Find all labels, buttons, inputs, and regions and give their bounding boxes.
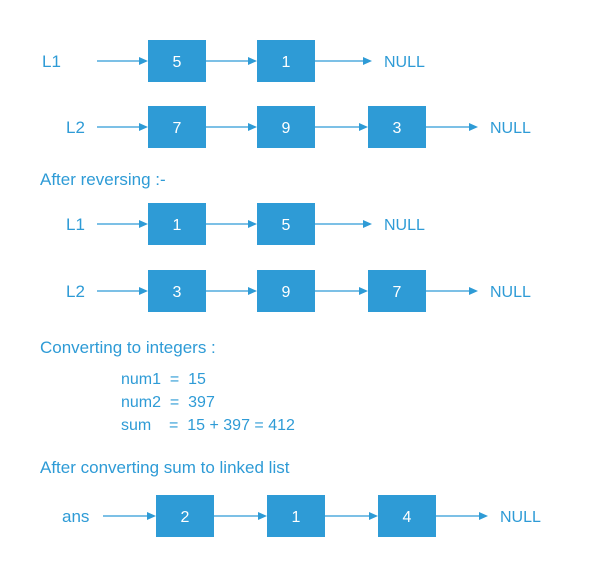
heading-after-converting-sum: After converting sum to linked list [40, 458, 290, 477]
null-terminator: NULL [500, 509, 541, 526]
list-node: 2 [156, 495, 214, 537]
heading-after-reversing: After reversing :- [40, 170, 166, 189]
sum-line: sum = 15 + 397 = 412 [121, 417, 295, 434]
node-value: 1 [292, 509, 301, 526]
list-node: 9 [257, 106, 315, 148]
next-arrow [315, 220, 372, 228]
null-terminator: NULL [490, 120, 531, 137]
node-value: 7 [173, 120, 182, 137]
next-arrow [436, 512, 488, 520]
next-arrow [426, 287, 478, 295]
list-label: L2 [66, 282, 85, 301]
next-arrow [315, 57, 372, 65]
list-node: 3 [368, 106, 426, 148]
next-arrow [325, 512, 378, 520]
node-value: 9 [282, 284, 291, 301]
pointer-arrow [97, 123, 148, 131]
next-arrow [206, 220, 257, 228]
list-label: L1 [42, 52, 61, 71]
list-node: 4 [378, 495, 436, 537]
list-label: L1 [66, 215, 85, 234]
list-node: 1 [267, 495, 325, 537]
node-value: 7 [393, 284, 402, 301]
next-arrow [426, 123, 478, 131]
pointer-arrow [97, 287, 148, 295]
next-arrow [206, 123, 257, 131]
list-node: 5 [257, 203, 315, 245]
list-node: 1 [257, 40, 315, 82]
null-terminator: NULL [384, 217, 425, 234]
next-arrow [315, 287, 368, 295]
null-terminator: NULL [490, 284, 531, 301]
heading-converting-to-integers: Converting to integers : [40, 338, 216, 357]
list-node: 9 [257, 270, 315, 312]
next-arrow [206, 57, 257, 65]
node-value: 2 [181, 509, 190, 526]
next-arrow [214, 512, 267, 520]
list-node: 5 [148, 40, 206, 82]
node-value: 3 [393, 120, 402, 137]
list-node: 1 [148, 203, 206, 245]
node-value: 1 [282, 54, 291, 71]
pointer-arrow [97, 220, 148, 228]
list-label: ans [62, 507, 89, 526]
pointer-arrow [97, 57, 148, 65]
list-node: 3 [148, 270, 206, 312]
pointer-arrow [103, 512, 156, 520]
node-value: 1 [173, 217, 182, 234]
num1-line: num1 = 15 [121, 371, 206, 388]
null-terminator: NULL [384, 54, 425, 71]
node-value: 9 [282, 120, 291, 137]
next-arrow [206, 287, 257, 295]
node-value: 5 [282, 217, 291, 234]
num2-line: num2 = 397 [121, 394, 215, 411]
node-value: 3 [173, 284, 182, 301]
list-node: 7 [148, 106, 206, 148]
list-label: L2 [66, 118, 85, 137]
node-value: 5 [173, 54, 182, 71]
next-arrow [315, 123, 368, 131]
node-value: 4 [403, 509, 412, 526]
list-node: 7 [368, 270, 426, 312]
